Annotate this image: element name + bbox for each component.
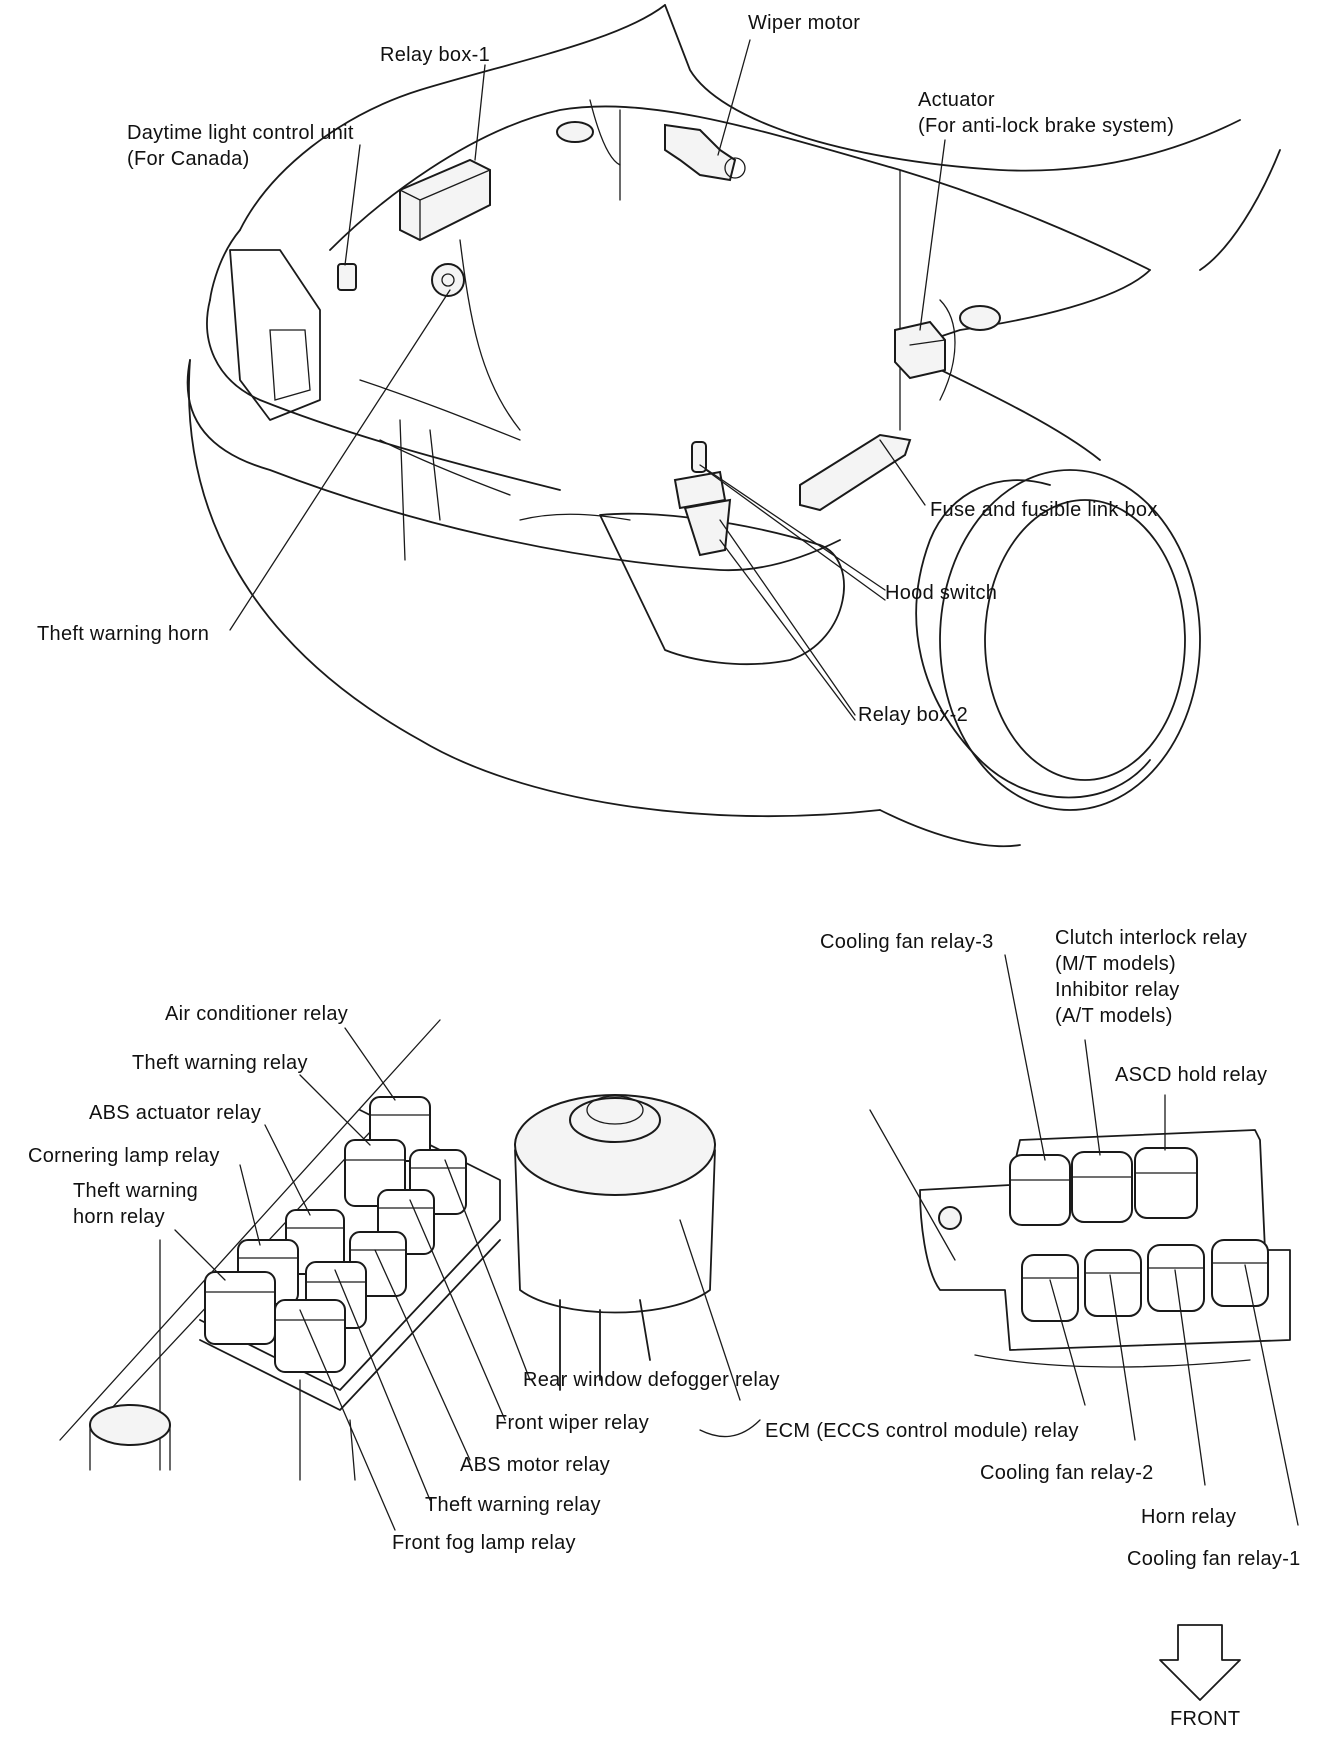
label-cornering-lamp-relay: Cornering lamp relay bbox=[28, 1145, 220, 1167]
label-cooling-fan-relay-1: Cooling fan relay-1 bbox=[1127, 1548, 1301, 1570]
label-at-models: (A/T models) bbox=[1055, 1005, 1173, 1027]
reservoir-cap bbox=[959, 305, 1001, 331]
label-clutch-interlock-group: Clutch interlock relay (M/T models) Inhi… bbox=[1055, 925, 1247, 1029]
label-abs-motor-relay: ABS motor relay bbox=[460, 1454, 611, 1476]
label-theft-warning-relay-top: Theft warning relay bbox=[132, 1052, 308, 1074]
label-inhibitor-relay: Inhibitor relay bbox=[1055, 979, 1180, 1001]
leader-lines-top bbox=[229, 39, 946, 721]
relay-box-1-detail-drawing bbox=[59, 1019, 761, 1481]
abs-actuator-part bbox=[894, 320, 946, 380]
label-relay-box-1: Relay box-1 bbox=[380, 44, 491, 66]
leader-lines-relay-box-1 bbox=[174, 1027, 531, 1531]
relay-ascd-hold bbox=[1134, 1147, 1198, 1219]
relay-box-2-relays bbox=[1009, 1147, 1269, 1322]
hood-switch-part bbox=[673, 441, 732, 557]
label-fuse-box: Fuse and fusible link box bbox=[930, 499, 1158, 521]
label-cooling-fan-relay-3: Cooling fan relay-3 bbox=[820, 931, 994, 953]
label-theft-horn: Theft warning horn bbox=[37, 623, 210, 645]
car-body-drawing bbox=[186, 4, 1281, 848]
relay-theft-warning-horn bbox=[204, 1271, 276, 1345]
label-ascd-hold-relay: ASCD hold relay bbox=[1115, 1064, 1268, 1086]
relay-ecm bbox=[1021, 1254, 1079, 1322]
mounting-bolt bbox=[938, 1206, 962, 1230]
label-relay-box-2: Relay box-2 bbox=[858, 704, 969, 726]
relay-front-fog-lamp bbox=[274, 1299, 346, 1373]
label-abs-actuator-relay: ABS actuator relay bbox=[89, 1102, 262, 1124]
reservoir-cap bbox=[569, 1097, 661, 1143]
relay-abs-actuator bbox=[285, 1209, 345, 1275]
label-ecm-relay: ECM (ECCS control module) relay bbox=[765, 1420, 1079, 1442]
label-actuator: Actuator (For anti-lock brake system) bbox=[918, 87, 1174, 139]
label-theft-horn-relay-line2: horn relay bbox=[73, 1206, 165, 1228]
label-actuator-name: Actuator bbox=[918, 89, 995, 111]
relay-box-1-relays bbox=[204, 1096, 467, 1373]
relay-cooling-fan-1 bbox=[1211, 1239, 1269, 1307]
label-air-conditioner-relay: Air conditioner relay bbox=[165, 1003, 349, 1025]
relay-box-1-part bbox=[399, 158, 491, 242]
label-horn-relay: Horn relay bbox=[1141, 1506, 1237, 1528]
relay-box-2-detail-drawing bbox=[869, 1109, 1291, 1368]
label-front-fog-lamp-relay: Front fog lamp relay bbox=[392, 1532, 576, 1554]
label-wiper-motor: Wiper motor bbox=[748, 12, 861, 34]
label-cooling-fan-relay-2: Cooling fan relay-2 bbox=[980, 1462, 1154, 1484]
label-rear-defogger-relay: Rear window defogger relay bbox=[523, 1369, 780, 1391]
label-front-wiper-relay: Front wiper relay bbox=[495, 1412, 650, 1434]
label-clutch-interlock-relay: Clutch interlock relay bbox=[1055, 927, 1248, 949]
theft-horn-part bbox=[431, 263, 465, 297]
label-actuator-note: (For anti-lock brake system) bbox=[918, 115, 1175, 137]
reservoir-cap bbox=[556, 121, 594, 143]
leader-lines-relay-box-2 bbox=[1004, 954, 1299, 1526]
label-theft-horn-relay-line1: Theft warning bbox=[73, 1180, 199, 1202]
wiper-motor-part bbox=[664, 123, 746, 182]
label-hood-switch: Hood switch bbox=[885, 582, 998, 604]
fuse-box-part bbox=[799, 433, 912, 512]
label-daytime-light-note: (For Canada) bbox=[127, 148, 250, 170]
label-theft-warning-relay-bottom: Theft warning relay bbox=[425, 1494, 601, 1516]
label-theft-horn-relay: Theft warning horn relay bbox=[73, 1178, 198, 1230]
label-daytime-light-name: Daytime light control unit bbox=[127, 122, 354, 144]
daytime-light-unit-part bbox=[337, 263, 357, 291]
relay-cooling-fan-3 bbox=[1009, 1154, 1071, 1226]
label-mt-models: (M/T models) bbox=[1055, 953, 1177, 975]
front-direction-label: FRONT bbox=[1170, 1708, 1241, 1730]
reservoir-tank bbox=[514, 1094, 716, 1196]
down-arrow-icon bbox=[1159, 1624, 1241, 1701]
label-daytime-light: Daytime light control unit (For Canada) bbox=[127, 120, 354, 172]
relay-cooling-fan-2 bbox=[1084, 1249, 1142, 1317]
relay-clutch-interlock bbox=[1071, 1151, 1133, 1223]
